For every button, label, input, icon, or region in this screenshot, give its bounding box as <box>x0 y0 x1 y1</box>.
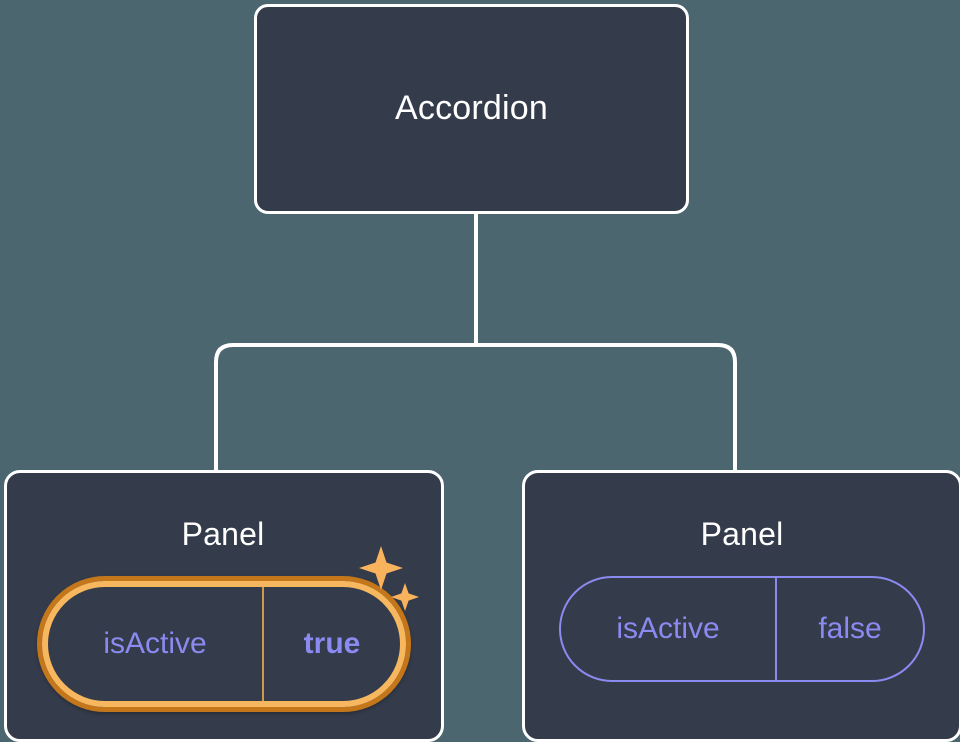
node-panel-inactive[interactable]: Panel isActive false <box>522 470 960 742</box>
prop-pill-wrapper: isActive false <box>559 576 925 683</box>
prop-key: isActive <box>616 612 720 646</box>
prop-value: false <box>775 578 923 681</box>
prop-key: isActive <box>103 627 207 661</box>
node-panel-active[interactable]: Panel isActive true <box>4 470 444 742</box>
prop-pill-highlighted[interactable]: isActive true <box>37 576 411 713</box>
node-accordion[interactable]: Accordion <box>254 4 689 214</box>
sparkles-icon <box>359 546 419 612</box>
node-title: Accordion <box>395 89 548 128</box>
node-title: Panel <box>700 516 784 552</box>
prop-pill[interactable]: isActive false <box>559 576 925 683</box>
prop-pill-wrapper: isActive true <box>37 546 419 713</box>
node-title: Panel <box>181 516 265 552</box>
prop-pill-inner: isActive true <box>42 581 406 708</box>
prop-value: true <box>262 587 400 702</box>
